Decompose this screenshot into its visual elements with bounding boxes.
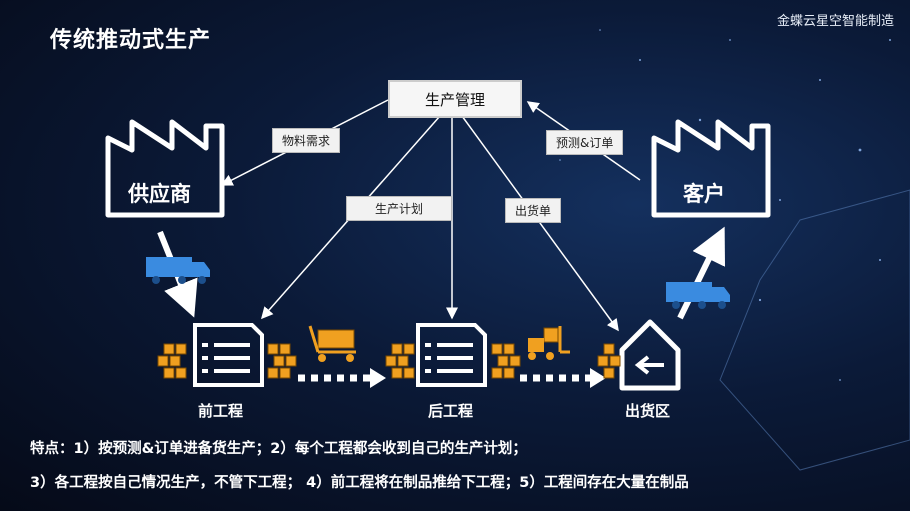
boxes-icon-5 bbox=[597, 343, 621, 379]
arrow-shipping-customer bbox=[677, 226, 726, 320]
forecast-order-label: 预测&订单 bbox=[546, 130, 624, 155]
material-demand-label: 物料需求 bbox=[272, 128, 341, 153]
production-plan-label: 生产计划 bbox=[346, 196, 453, 221]
dotted-arrowhead-2 bbox=[590, 368, 606, 388]
customer-factory-icon bbox=[651, 119, 771, 218]
shipping-order-label: 出货单 bbox=[505, 198, 562, 223]
boxes-icon-3 bbox=[385, 343, 415, 379]
starfield bbox=[559, 29, 891, 381]
truck-icon-supplier bbox=[146, 257, 210, 284]
truck-icon-customer bbox=[666, 282, 730, 309]
page-title: 传统推动式生产 bbox=[50, 28, 212, 53]
boxes-icon-4 bbox=[491, 343, 521, 379]
customer-label: 客户 bbox=[683, 182, 725, 206]
brand-logo-text: 金蝶云星空智能制造 bbox=[776, 14, 894, 29]
supplier-label: 供应商 bbox=[128, 182, 191, 206]
arrow-mgmt-shipping bbox=[461, 115, 619, 332]
front-process-label: 前工程 bbox=[198, 402, 244, 420]
back-document-icon bbox=[416, 323, 487, 387]
production-management-box: 生产管理 bbox=[388, 80, 522, 118]
notes-line-2: 3）各工程按自己情况生产，不管下工程； 4）前工程将在制品推给下工程；5）工程间… bbox=[30, 475, 689, 491]
supplier-factory-icon bbox=[105, 119, 225, 218]
shipping-area-label: 出货区 bbox=[625, 402, 671, 420]
shipping-house-icon bbox=[619, 319, 681, 391]
forklift-icon bbox=[528, 326, 570, 360]
boxes-icon-1 bbox=[157, 343, 187, 379]
back-process-label: 后工程 bbox=[428, 402, 474, 420]
boxes-icon-2 bbox=[267, 343, 297, 379]
cart-icon bbox=[308, 325, 356, 362]
notes-line-1: 特点：1）按预测&订单进备货生产；2）每个工程都会收到自己的生产计划； bbox=[30, 441, 527, 457]
production-management-label: 生产管理 bbox=[424, 90, 485, 109]
front-document-icon bbox=[193, 323, 264, 387]
hexagon-decoration bbox=[719, 189, 910, 471]
dotted-arrowhead-1 bbox=[370, 368, 386, 388]
